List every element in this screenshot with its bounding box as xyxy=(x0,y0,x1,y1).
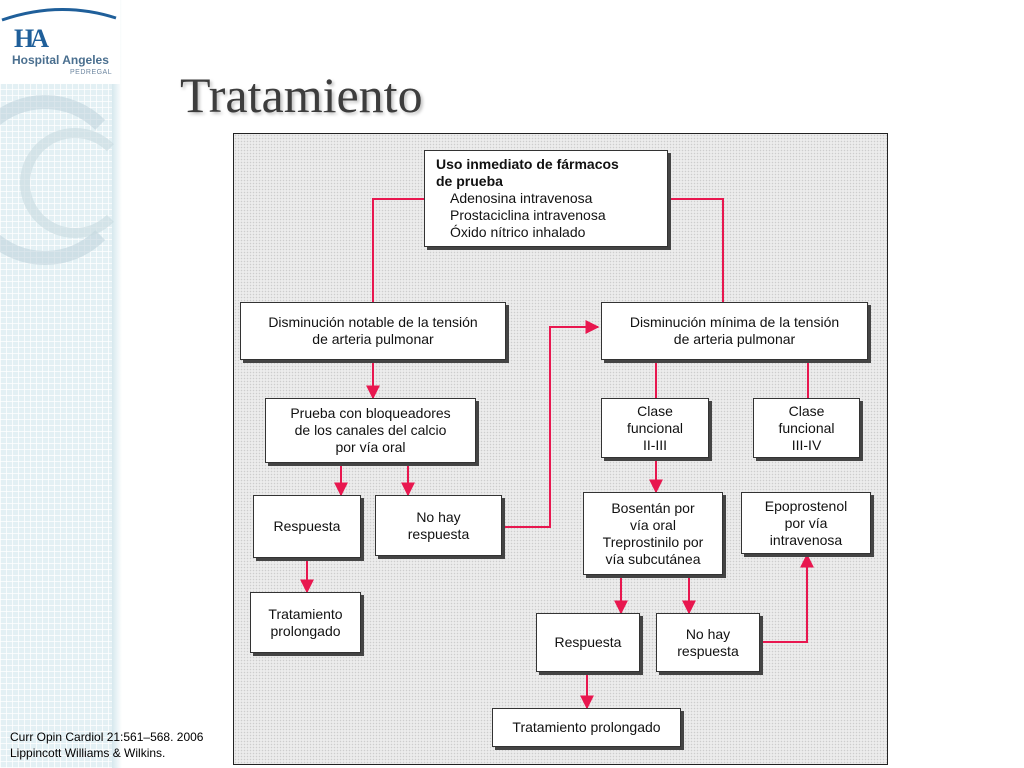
box-notable-drop: Disminución notable de la tensión de art… xyxy=(240,302,506,360)
box-text: Prueba con bloqueadores xyxy=(290,405,451,421)
box-text: vía subcutánea xyxy=(605,550,701,567)
box-text: de arteria pulmonar xyxy=(673,331,796,347)
box-text: No hay xyxy=(416,508,461,525)
box-header: Uso inmediato de fármacos xyxy=(436,156,619,172)
box-text: vía oral xyxy=(630,516,676,533)
box-no-response-left: No hay respuesta xyxy=(375,495,502,556)
citation: Curr Opin Cardiol 21:561–568. 2006 Lippi… xyxy=(10,729,203,761)
box-long-treatment-bottom: Tratamiento prolongado xyxy=(492,708,681,747)
box-class-3-4: Clase funcional III-IV xyxy=(753,398,860,458)
logo-name: Hospital Angeles xyxy=(12,53,109,67)
citation-line: Curr Opin Cardiol 21:561–568. 2006 xyxy=(10,730,204,744)
flow-arrows xyxy=(300,198,814,710)
box-text: No hay xyxy=(685,625,731,642)
arrow xyxy=(760,553,814,643)
box-text: Bosentán por xyxy=(611,499,695,516)
box-text: Disminución mínima de la tensión xyxy=(629,314,840,330)
logo-mark: HA xyxy=(14,24,49,53)
box-response-right: Respuesta xyxy=(536,613,640,672)
drug-item: Prostaciclina intravenosa xyxy=(450,207,606,223)
box-text: Tratamiento xyxy=(268,605,343,622)
box-calcium-test: Prueba con bloqueadores de los canales d… xyxy=(265,398,476,463)
logo-subtitle: PEDREGAL xyxy=(70,69,113,76)
arrow xyxy=(669,198,724,302)
citation-line: Lippincott Williams & Wilkins. xyxy=(10,746,166,760)
arrow xyxy=(502,320,600,528)
box-text: de los canales del calcio xyxy=(294,422,447,438)
box-class-2-3: Clase funcional II-III xyxy=(601,398,709,458)
box-text: por vía xyxy=(784,514,828,531)
box-response-left: Respuesta xyxy=(253,495,361,558)
box-test-drugs: Uso inmediato de fármacos de prueba Aden… xyxy=(424,150,668,247)
decorative-arc xyxy=(20,128,130,238)
box-text: Disminución notable de la tensión xyxy=(268,314,478,330)
hospital-logo: HA Hospital Angeles PEDREGAL xyxy=(0,0,120,84)
box-text: Tratamiento prolongado xyxy=(512,719,661,735)
box-bosentan: Bosentán por vía oral Treprostinilo por … xyxy=(583,492,723,575)
box-text: III-IV xyxy=(791,436,822,453)
slide-title: Tratamiento xyxy=(180,67,423,123)
box-text: Respuesta xyxy=(554,634,622,650)
box-minimal-drop: Disminución mínima de la tensión de arte… xyxy=(601,302,868,360)
box-no-response-right: No hay respuesta xyxy=(656,613,760,672)
box-text: funcional xyxy=(626,419,684,436)
box-header: de prueba xyxy=(436,173,503,189)
box-epoprostenol: Epoprostenol por vía intravenosa xyxy=(741,492,871,554)
box-text: por vía oral xyxy=(335,439,406,455)
box-long-treatment-left: Tratamiento prolongado xyxy=(250,592,361,653)
side-decoration-edge xyxy=(112,0,122,768)
box-text: intravenosa xyxy=(769,531,843,548)
box-text: Clase xyxy=(788,402,825,419)
treatment-flowchart: Uso inmediato de fármacos de prueba Aden… xyxy=(233,133,888,765)
drug-item: Adenosina intravenosa xyxy=(450,190,593,206)
box-text: prolongado xyxy=(270,622,341,639)
logo-swoosh-icon xyxy=(1,7,117,22)
box-text: funcional xyxy=(778,419,835,436)
box-text: Clase xyxy=(637,402,673,419)
box-text: de arteria pulmonar xyxy=(312,331,434,347)
box-text: respuesta xyxy=(677,642,739,659)
box-text: II-III xyxy=(642,436,668,453)
box-text: Treprostinilo por xyxy=(602,533,704,550)
arrow xyxy=(372,198,424,302)
box-text: Epoprostenol xyxy=(764,497,848,514)
box-text: respuesta xyxy=(407,525,470,542)
drug-item: Óxido nítrico inhalado xyxy=(450,224,586,240)
box-text: Respuesta xyxy=(273,518,341,534)
